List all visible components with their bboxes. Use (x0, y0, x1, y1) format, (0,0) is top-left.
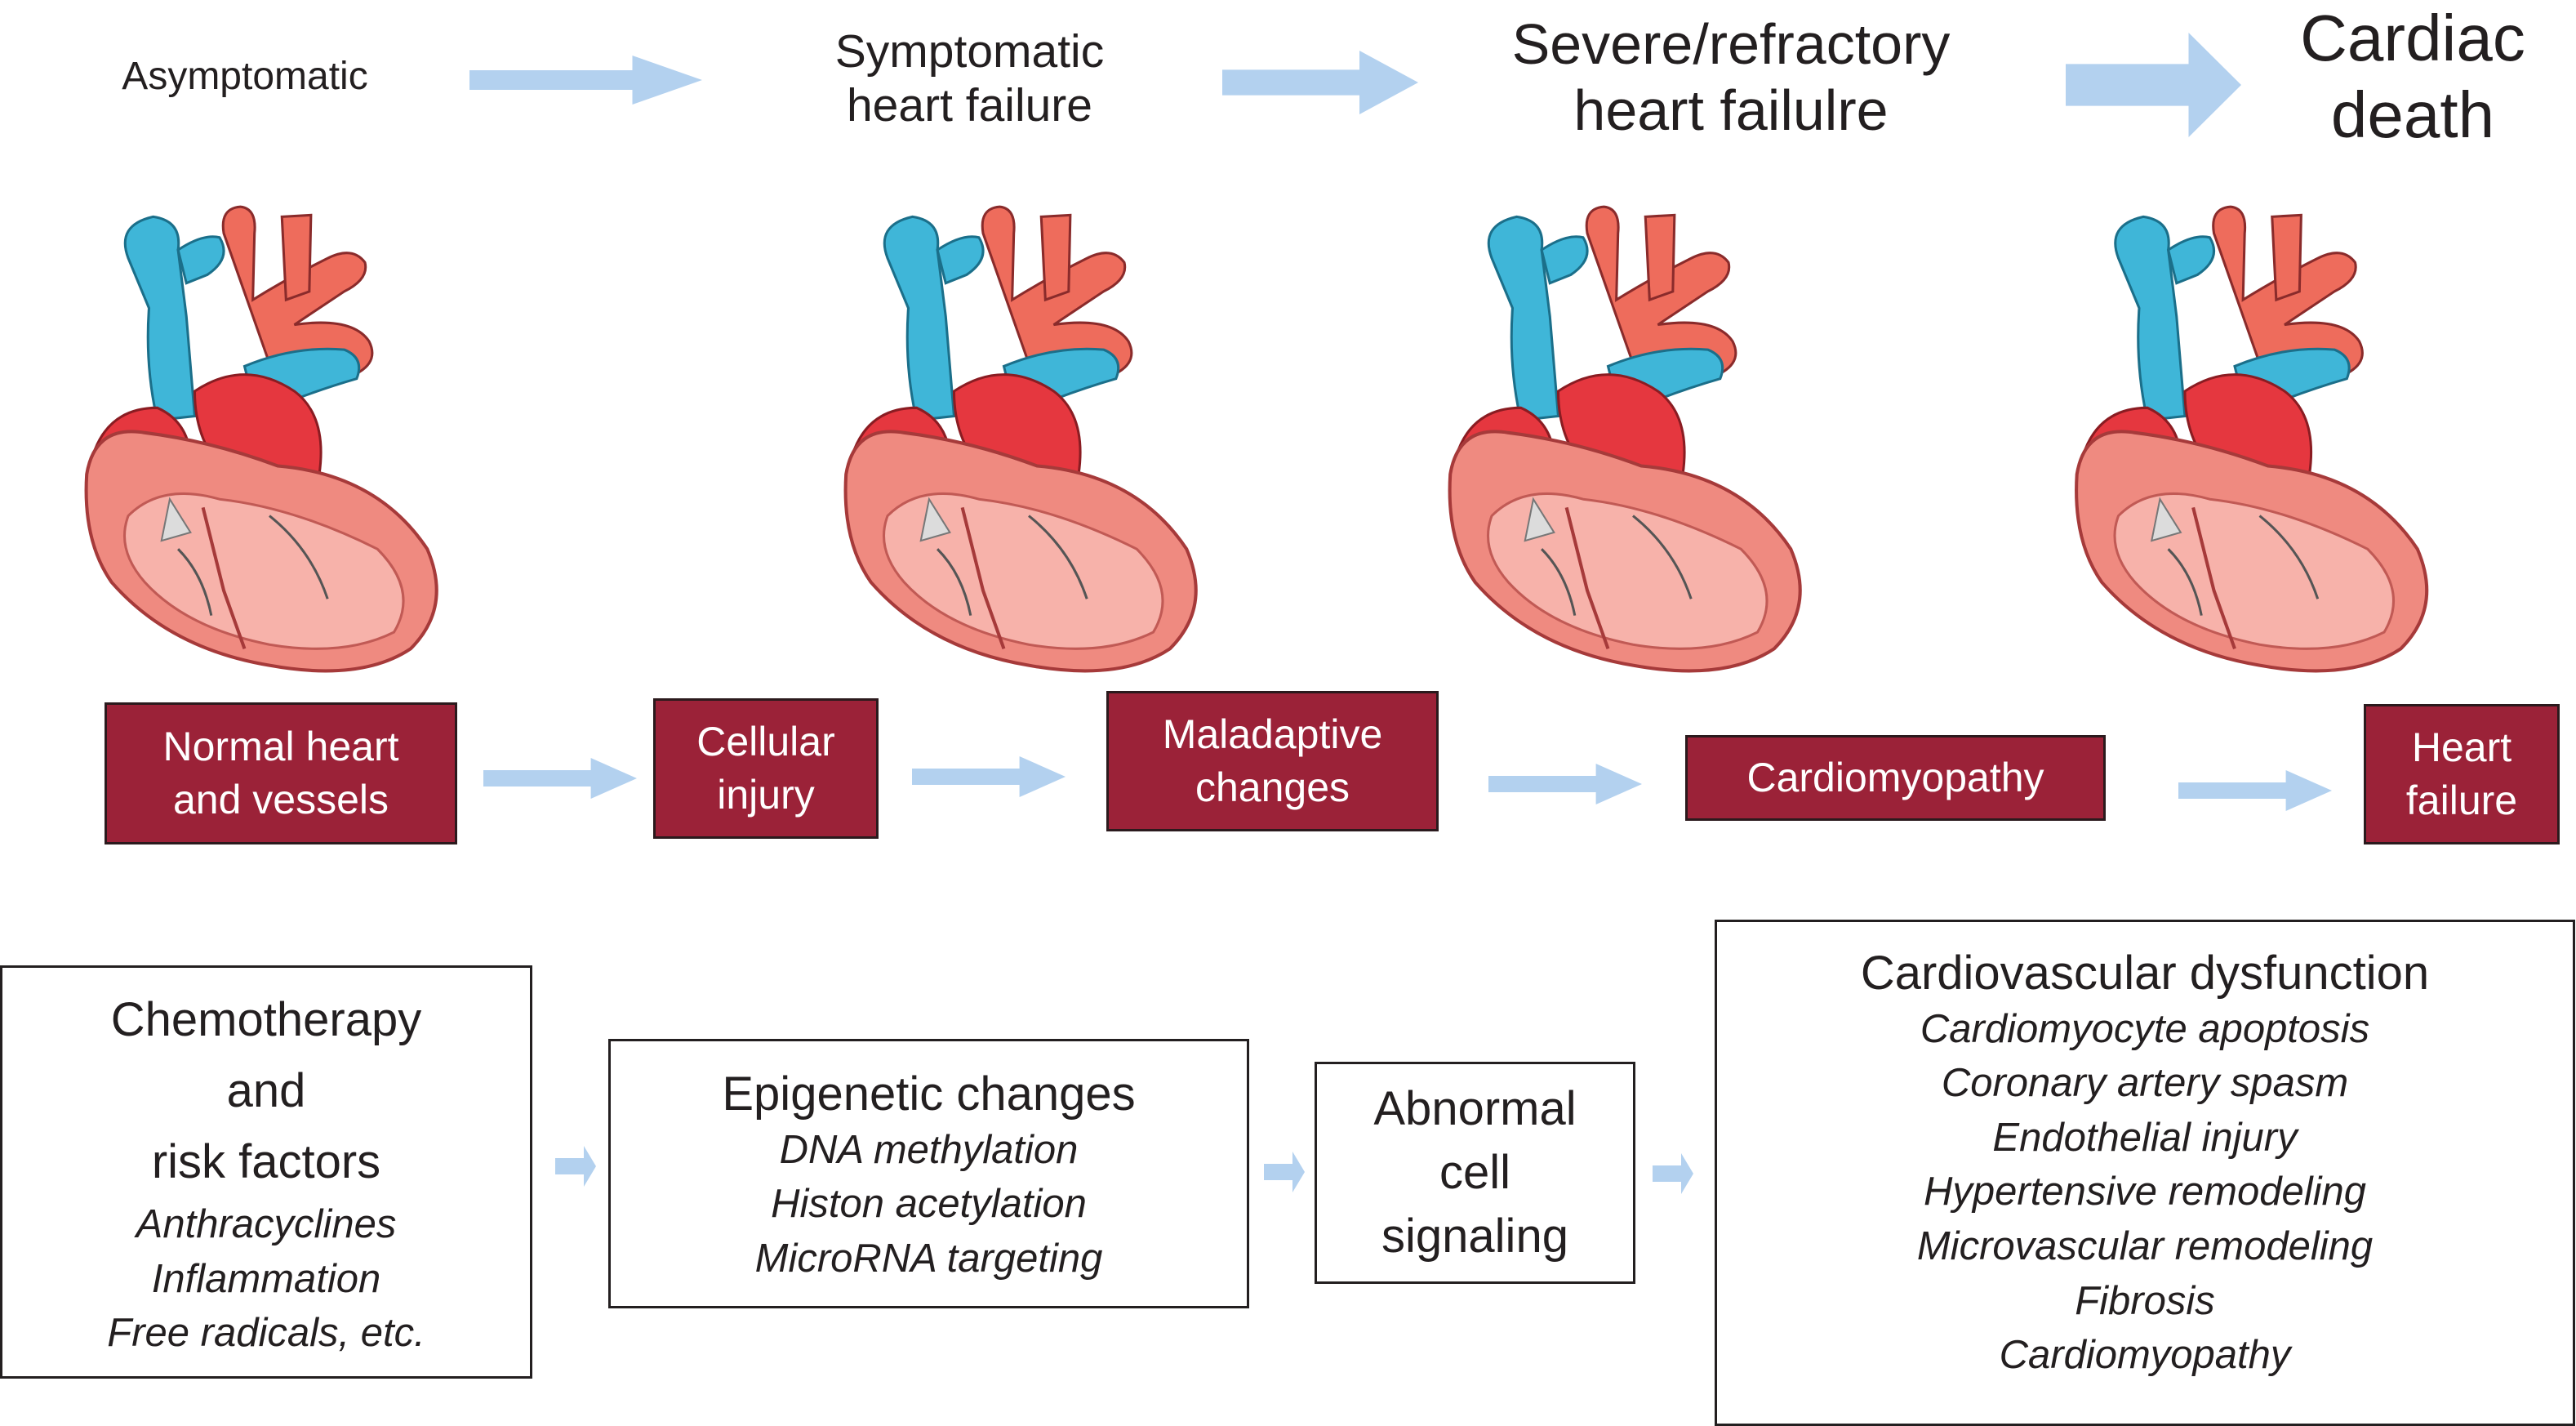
heart-illustration-dilated-2 (1400, 200, 1866, 682)
stage-cardiac-death: Cardiac death (2300, 2, 2525, 152)
heart-illustration-normal (78, 200, 461, 682)
chemotherapy-item: Free radicals, etc. (107, 1311, 425, 1356)
progression-maladaptive: Maladaptive changes (1106, 691, 1439, 831)
dysfunction-heading: Cardiovascular dysfunction (1860, 947, 2430, 1000)
dysfunction-item: Cardiomyopathy (1999, 1333, 2291, 1378)
dysfunction-item: Endothelial injury (1992, 1115, 2298, 1160)
arrow-right-icon (483, 758, 637, 799)
epigenetic-item: DNA methylation (779, 1127, 1079, 1172)
heart-illustration-dilated-1 (808, 200, 1249, 682)
arrow-right-icon (2066, 33, 2241, 137)
arrow-right-icon (912, 756, 1066, 797)
arrow-right-icon (555, 1146, 596, 1187)
signaling-heading: Abnormal cell signaling (1373, 1082, 1577, 1263)
stage-asymptomatic: Asymptomatic (122, 55, 368, 98)
progression-cardiomyopathy: Cardiomyopathy (1685, 735, 2106, 821)
arrow-right-icon (469, 56, 702, 105)
epigenetic-heading: Epigenetic changes (722, 1067, 1136, 1121)
dysfunction-item: Cardiomyocyte apoptosis (1920, 1006, 2370, 1051)
epigenetic-item: MicroRNA targeting (754, 1236, 1103, 1281)
heart-illustration-failing (2009, 200, 2511, 682)
arrow-right-icon (2178, 770, 2332, 811)
epigenetic-item: Histon acetylation (771, 1182, 1087, 1227)
chemotherapy-item: Inflammation (151, 1256, 381, 1301)
dysfunction-item: Fibrosis (2075, 1278, 2215, 1323)
stage-severe: Severe/refractory heart failulre (1511, 12, 1951, 143)
chemotherapy-heading: Chemotherapy and risk factors (110, 993, 422, 1188)
box-chemotherapy-risk-factors: Chemotherapy and risk factors Anthracycl… (0, 965, 532, 1379)
arrow-right-icon (1222, 51, 1418, 114)
progression-heart-failure: Heart failure (2364, 704, 2560, 844)
progression-cellular-injury: Cellular injury (653, 698, 879, 839)
dysfunction-item: Microvascular remodeling (1916, 1224, 2374, 1269)
dysfunction-item: Coronary artery spasm (1941, 1061, 2349, 1106)
chemotherapy-item: Anthracyclines (136, 1202, 397, 1246)
stage-symptomatic: Symptomatic heart failure (834, 25, 1105, 132)
box-cardiovascular-dysfunction: Cardiovascular dysfunction Cardiomyocyte… (1715, 920, 2575, 1426)
progression-normal-heart: Normal heart and vessels (105, 702, 457, 844)
dysfunction-item: Hypertensive remodeling (1924, 1170, 2366, 1214)
box-epigenetic-changes: Epigenetic changes DNA methylation Histo… (608, 1039, 1249, 1308)
box-abnormal-cell-signaling: Abnormal cell signaling (1315, 1062, 1635, 1284)
arrow-right-icon (1488, 764, 1642, 804)
arrow-right-icon (1264, 1152, 1305, 1192)
arrow-right-icon (1653, 1153, 1693, 1194)
